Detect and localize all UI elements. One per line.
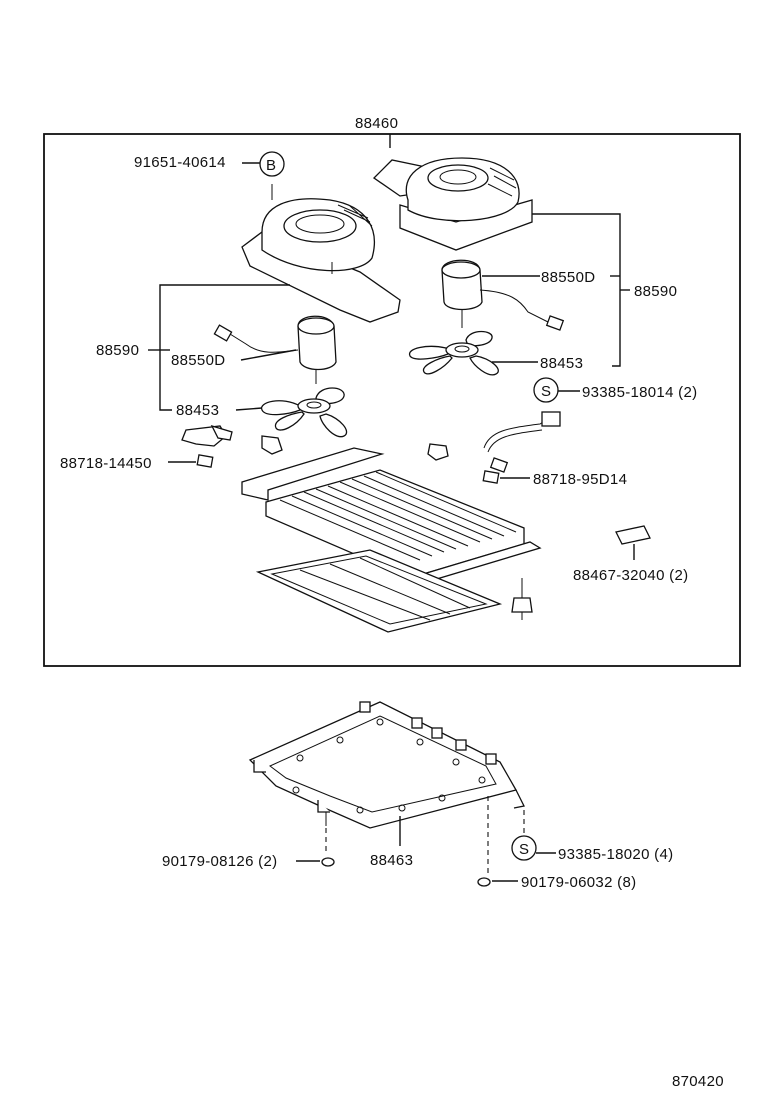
mounting-bracket xyxy=(248,701,525,829)
label-unit-right: 88590 xyxy=(634,283,677,300)
label-unit-left: 88590 xyxy=(96,342,139,359)
plug xyxy=(615,525,651,545)
mark-s1-circle xyxy=(533,377,559,403)
heat-exchanger-top-rail xyxy=(241,447,385,501)
figure-code: 870420 xyxy=(672,1073,724,1090)
fan-blade-right xyxy=(409,330,499,376)
mark-b-circle xyxy=(259,151,285,177)
label-fan-left: 88453 xyxy=(176,402,219,419)
label-nut-right: 90179-06032 (8) xyxy=(521,874,636,891)
assembly-frame xyxy=(43,133,741,667)
label-screw-s2: 93385-18020 (4) xyxy=(558,846,673,863)
mark-s1: S xyxy=(541,383,551,400)
fan-motor-left xyxy=(213,315,337,384)
label-nut-left: 90179-08126 (2) xyxy=(162,853,277,870)
heat-exchanger-core xyxy=(265,469,542,585)
fan-motor-right xyxy=(441,259,565,331)
label-bracket: 88463 xyxy=(370,852,413,869)
label-fan-right: 88453 xyxy=(540,355,583,372)
fan-blade-left xyxy=(261,387,348,438)
bolt-right xyxy=(511,578,533,620)
mark-s2: S xyxy=(519,841,529,858)
label-screw-b: 91651-40614 xyxy=(134,154,226,171)
label-motor-left: 88550D xyxy=(171,352,225,369)
nut-right xyxy=(477,877,491,887)
label-screw-s1: 93385-18014 (2) xyxy=(582,384,697,401)
nut-left xyxy=(321,857,335,867)
label-motor-right: 88550D xyxy=(541,269,595,286)
mark-s2-circle xyxy=(511,835,537,861)
label-assembly: 88460 xyxy=(355,115,398,132)
label-clip-right: 88718-95D14 xyxy=(533,471,627,488)
heat-exchanger-bottom-tray xyxy=(255,549,503,633)
wire-right xyxy=(427,411,561,484)
clip-left xyxy=(181,424,283,468)
label-plug: 88467-32040 (2) xyxy=(573,567,688,584)
label-clip-left: 88718-14450 xyxy=(60,455,152,472)
blower-housing-left xyxy=(241,184,401,323)
blower-housing-right xyxy=(372,157,533,251)
mark-b: B xyxy=(266,157,276,174)
